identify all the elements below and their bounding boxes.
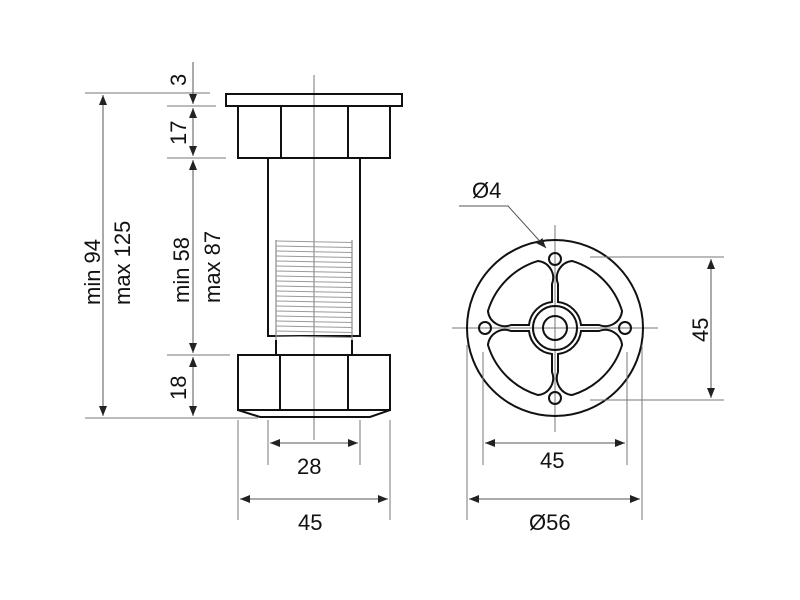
thread-line (275, 285, 353, 288)
thread-line (275, 240, 353, 243)
label-hole-diameter: Ø4 (472, 178, 501, 203)
label-shaft-min: min 58 (169, 237, 194, 303)
hub-outer (532, 305, 578, 351)
thread-line (275, 320, 353, 323)
thread-line (275, 305, 353, 308)
label-hole-horizontal: 45 (540, 448, 564, 473)
thread-line (275, 315, 353, 318)
hub-hole (542, 315, 568, 341)
thread-line (275, 275, 353, 278)
thread-line (275, 280, 353, 283)
thread-line (275, 245, 353, 248)
base-nut (237, 354, 391, 411)
mount-hole-right (618, 321, 632, 335)
label-base: 18 (166, 376, 191, 400)
shaft (267, 157, 361, 337)
thread-line (275, 260, 353, 263)
outer-ring (466, 239, 644, 417)
base-foot (237, 409, 391, 418)
mount-hole-top (548, 252, 562, 266)
label-hole-vertical: 45 (688, 318, 713, 342)
thread-line (275, 310, 353, 313)
bottom-view: Ø4 45 45 Ø56 (452, 178, 724, 535)
label-base-width: 45 (298, 510, 322, 535)
thread-outline (275, 240, 353, 340)
thread-section (275, 240, 353, 340)
label-total-min: min 94 (80, 239, 105, 305)
label-shaft-width: 28 (297, 454, 321, 479)
thread-line (275, 255, 353, 258)
thread-line (275, 270, 353, 273)
inner-web (486, 259, 624, 397)
label-total-max: max 125 (110, 221, 135, 305)
mount-hole-bottom (548, 391, 562, 405)
thread-line (275, 290, 353, 293)
mount-hole-left (478, 321, 492, 335)
label-shaft-max: max 87 (200, 231, 225, 303)
thread-line (275, 335, 353, 338)
thread-line (275, 295, 353, 298)
thread-line (275, 265, 353, 268)
side-view: min 94 max 125 3 17 min 58 max 87 18 28 … (80, 62, 403, 535)
label-cap: 3 (166, 74, 191, 86)
thread-line (275, 250, 353, 253)
thread-line (275, 330, 353, 333)
label-outer-diameter: Ø56 (529, 510, 571, 535)
leader-hole-diameter (459, 205, 547, 249)
thread-line (275, 325, 353, 328)
thread-line (275, 300, 353, 303)
label-nut: 17 (166, 121, 191, 145)
